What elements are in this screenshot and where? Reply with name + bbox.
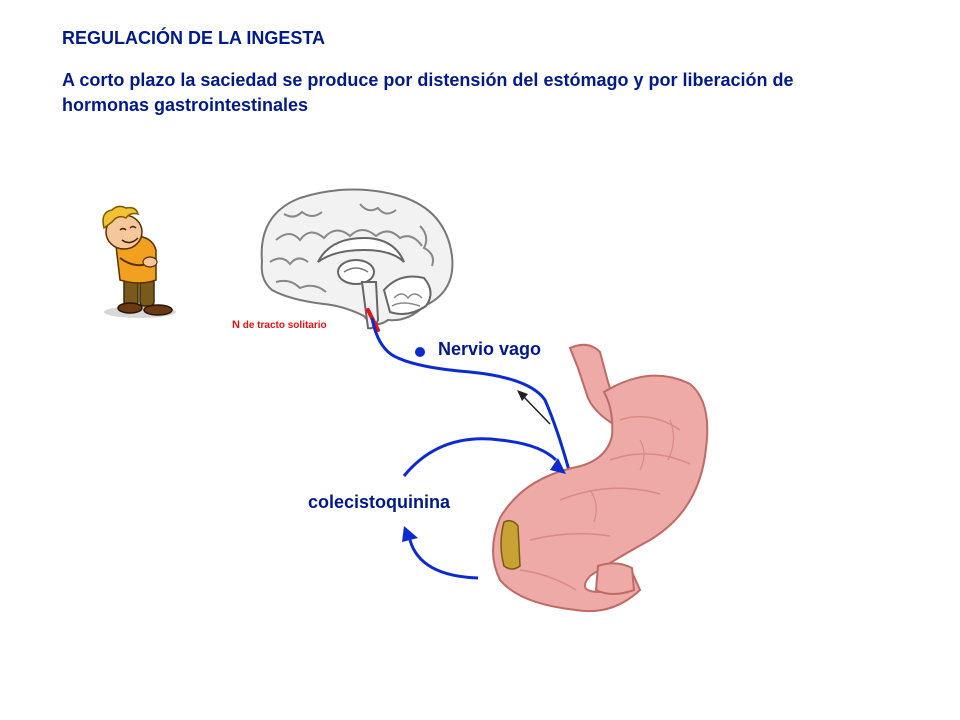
- solitary-tract-label-prefix: N: [232, 319, 240, 331]
- satisfied-boy-illustration: [102, 205, 176, 318]
- cholecystokinin-label: colecistoquinina: [308, 492, 451, 512]
- solitary-tract-label-rest: de tracto solitario: [239, 320, 327, 331]
- page-subtitle: A corto plazo la saciedad se produce por…: [62, 70, 794, 115]
- cck-feedback-arrows: [402, 437, 566, 580]
- vagus-dot-marker: [415, 347, 425, 357]
- brain-illustration: [260, 188, 454, 330]
- vagus-nerve-label: Nervio vago: [438, 339, 542, 359]
- solitary-tract-label: N de tracto solitario: [232, 319, 327, 331]
- signal-direction-arrow: [517, 390, 551, 425]
- vagus-nerve-path: [370, 317, 572, 475]
- page-title: REGULACIÓN DE LA INGESTA: [62, 28, 326, 48]
